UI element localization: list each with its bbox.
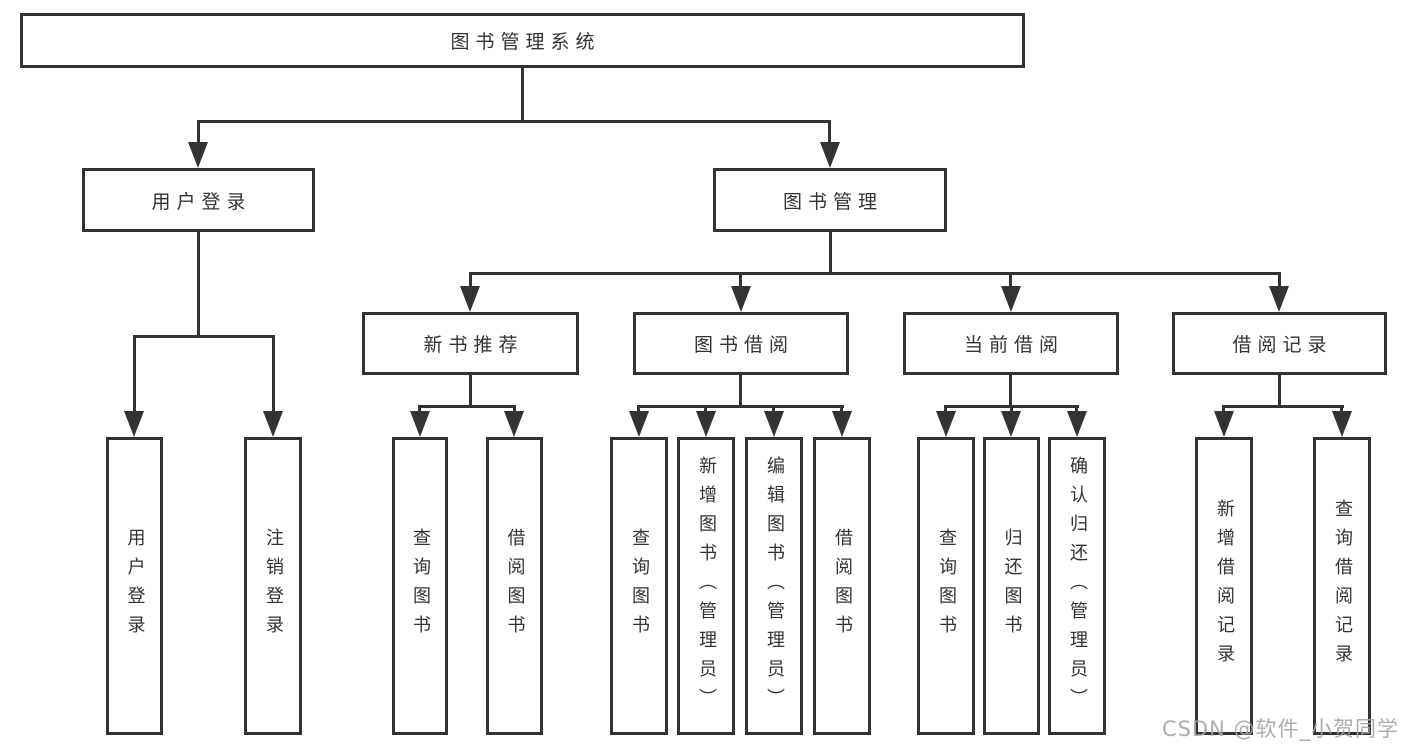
connector-line	[638, 405, 844, 408]
connector-line	[1010, 405, 1013, 413]
arrow-down-icon	[629, 411, 649, 437]
arrow-down-icon	[1269, 286, 1289, 312]
arrow-down-icon	[263, 411, 283, 437]
leaf-query-books-3: 查询图书	[917, 437, 975, 735]
connector-line	[704, 405, 707, 413]
node-library-system: 图书管理系统	[20, 13, 1025, 68]
node-user-login: 用户登录	[82, 168, 315, 232]
leaf-borrow-books: 借阅图书	[486, 437, 543, 735]
connector-line	[469, 373, 472, 407]
leaf-edit-book-admin: 编辑图书（管理员）	[745, 437, 803, 735]
connector-line	[1009, 373, 1012, 407]
leaf-add-book-admin: 新增图书（管理员）	[677, 437, 735, 735]
arrow-down-icon	[764, 411, 784, 437]
node-book-borrowing: 图书借阅	[633, 312, 849, 375]
leaf-query-books: 查询图书	[392, 437, 448, 735]
arrow-down-icon	[188, 142, 208, 168]
connector-line	[133, 335, 136, 413]
connector-line	[1009, 272, 1012, 288]
connector-line	[419, 405, 516, 408]
arrow-down-icon	[1067, 411, 1087, 437]
arrow-down-icon	[936, 411, 956, 437]
arrow-down-icon	[1332, 411, 1352, 437]
connector-line	[1222, 405, 1225, 413]
connector-line	[1223, 405, 1344, 408]
connector-line	[1340, 405, 1343, 413]
connector-line	[739, 272, 742, 288]
node-current-borrowing: 当前借阅	[903, 312, 1119, 375]
connector-line	[469, 272, 472, 288]
leaf-query-books-2: 查询图书	[610, 437, 668, 735]
leaf-confirm-return-admin: 确认归还（管理员）	[1048, 437, 1106, 735]
connector-line	[521, 66, 524, 122]
connector-line	[272, 335, 275, 413]
connector-line	[1278, 373, 1281, 407]
csdn-watermark: CSDN @软件_小贺同学	[1161, 717, 1399, 741]
leaf-query-borrow-record: 查询借阅记录	[1313, 437, 1371, 735]
leaf-add-borrow-record: 新增借阅记录	[1195, 437, 1253, 735]
arrow-down-icon	[820, 142, 840, 168]
connector-line	[197, 120, 831, 123]
leaf-return-book: 归还图书	[983, 437, 1040, 735]
leaf-user-login: 用户登录	[106, 437, 163, 735]
connector-line	[944, 405, 947, 413]
connector-line	[772, 405, 775, 413]
leaf-logout: 注销登录	[244, 437, 302, 735]
node-book-management: 图书管理	[713, 168, 947, 232]
arrow-down-icon	[504, 411, 524, 437]
connector-line	[739, 373, 742, 407]
connector-line	[828, 120, 831, 144]
arrow-down-icon	[1214, 411, 1234, 437]
arrow-down-icon	[410, 411, 430, 437]
arrow-down-icon	[696, 411, 716, 437]
connector-line	[1278, 272, 1281, 288]
connector-line	[1075, 405, 1078, 413]
arrow-down-icon	[731, 286, 751, 312]
connector-line	[469, 272, 1281, 275]
node-new-book-recommendation: 新书推荐	[362, 312, 579, 375]
node-borrowing-records: 借阅记录	[1172, 312, 1387, 375]
arrow-down-icon	[124, 411, 144, 437]
arrow-down-icon	[1001, 286, 1021, 312]
arrow-down-icon	[1001, 411, 1021, 437]
arrow-down-icon	[832, 411, 852, 437]
connector-line	[637, 405, 640, 413]
connector-line	[133, 335, 275, 338]
connector-line	[197, 230, 200, 337]
arrow-down-icon	[460, 286, 480, 312]
connector-line	[840, 405, 843, 413]
leaf-borrow-books-2: 借阅图书	[813, 437, 871, 735]
connector-line	[418, 405, 421, 413]
connector-line	[197, 120, 200, 144]
connector-line	[829, 230, 832, 274]
connector-line	[513, 405, 516, 413]
